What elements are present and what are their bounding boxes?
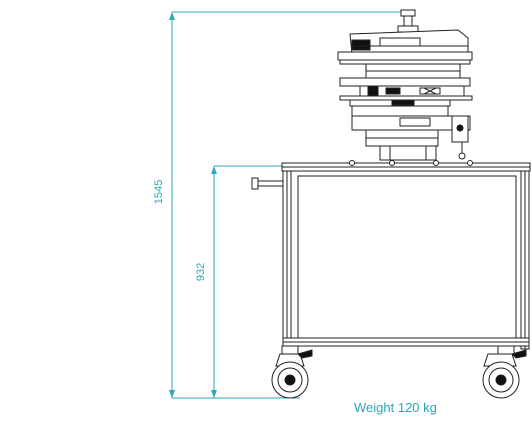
cart-frame <box>251 160 531 350</box>
total-height-label: 1545 <box>153 180 165 204</box>
weight-caption: Weight 120 kg <box>354 400 437 415</box>
press-head-assembly <box>337 9 473 161</box>
caster-wheel-right <box>482 345 527 399</box>
dimension-table-height <box>211 165 292 398</box>
caster-wheel-left <box>271 345 313 399</box>
table-height-label: 932 <box>195 263 207 281</box>
dimension-total-height <box>169 11 408 398</box>
